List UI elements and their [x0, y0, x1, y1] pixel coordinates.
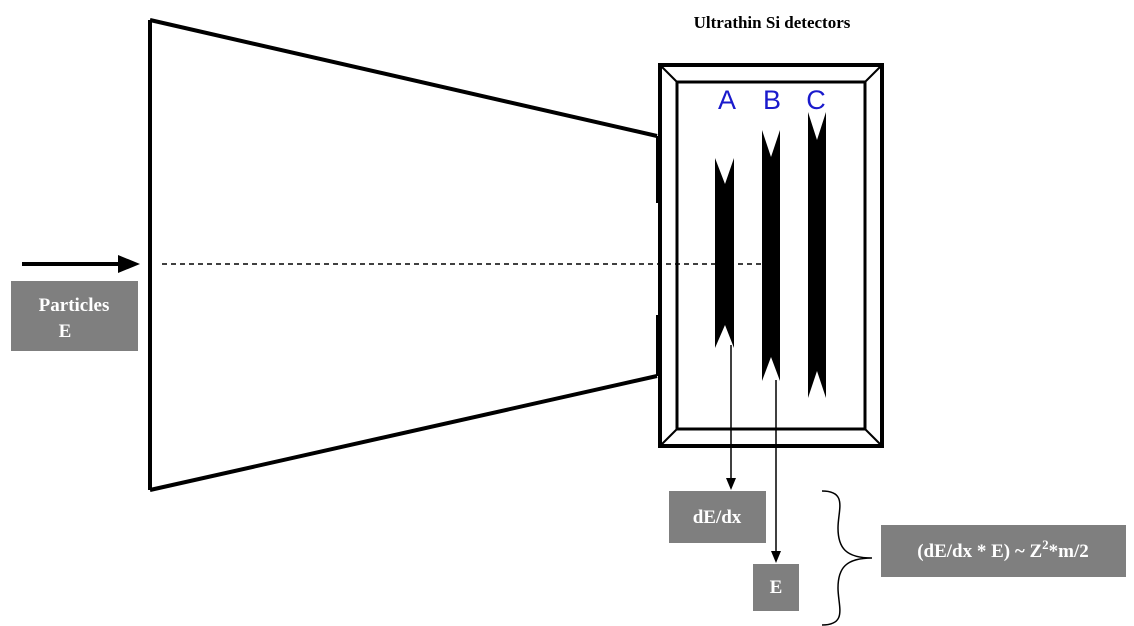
detector-a — [715, 158, 734, 348]
detector-c — [808, 112, 826, 398]
formula-text: (dE/dx * E) ~ Z2*m/2 — [917, 537, 1089, 562]
curly-brace — [821, 490, 873, 626]
detector-b — [762, 130, 780, 381]
incoming-arrow — [22, 255, 140, 273]
dedx-output-box: dE/dx — [669, 491, 766, 543]
particles-label-line1: Particles — [39, 295, 110, 316]
collimator-funnel — [148, 18, 658, 492]
signal-line-a — [726, 345, 736, 490]
detector-housing — [658, 63, 884, 448]
formula-right: *m/2 — [1049, 541, 1089, 562]
detector-label-c: C — [806, 85, 826, 115]
particles-label-box: Particles E — [11, 281, 138, 351]
energy-output-label: E — [770, 577, 783, 598]
diagram-title: Ultrathin Si detectors — [694, 13, 851, 32]
detector-label-b: B — [763, 85, 781, 115]
formula-left: (dE/dx * E) ~ Z — [917, 541, 1042, 562]
energy-output-box: E — [753, 564, 799, 611]
particles-label-line2: E — [59, 321, 72, 342]
detector-label-a: A — [718, 85, 736, 115]
formula-exponent: 2 — [1042, 537, 1049, 552]
signal-line-b — [771, 380, 781, 563]
dedx-output-label: dE/dx — [693, 507, 742, 528]
formula-box: (dE/dx * E) ~ Z2*m/2 — [881, 525, 1126, 577]
